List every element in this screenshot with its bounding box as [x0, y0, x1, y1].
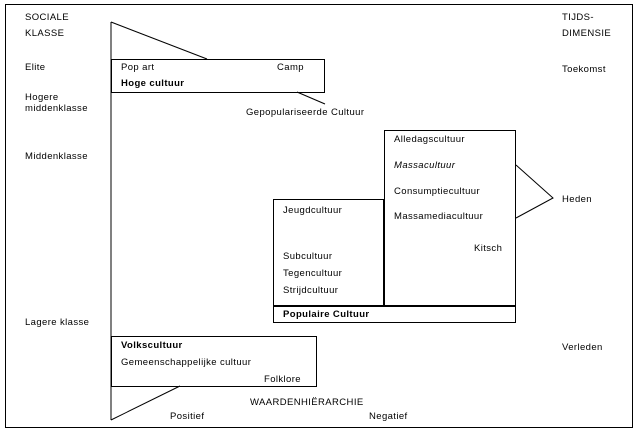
heden-bracket: [515, 164, 554, 219]
camp-label: Camp: [277, 62, 304, 73]
jeugdcultuur-label: Jeugdcultuur: [283, 205, 343, 216]
kitsch-label: Kitsch: [474, 243, 503, 254]
time-toekomst: Toekomst: [562, 64, 606, 75]
time-heden: Heden: [562, 194, 592, 205]
negatief-label: Negatief: [369, 411, 408, 422]
subcultuur-label: Subcultuur: [283, 251, 333, 262]
diagram-frame: [5, 4, 633, 428]
folklore-label: Folklore: [264, 374, 301, 385]
alledagscultuur-label: Alledagscultuur: [394, 134, 465, 145]
consumptiecultuur-label: Consumptiecultuur: [394, 186, 481, 197]
level-lagere: Lagere klasse: [25, 317, 90, 328]
gemeenschappelijke-cultuur-label: Gemeenschappelijke cultuur: [121, 357, 252, 368]
volkscultuur-box: [111, 336, 317, 387]
massacultuur-label: Massacultuur: [394, 160, 456, 171]
hoge-cultuur-box: [111, 59, 325, 93]
massamediacultuur-label: Massamediacultuur: [394, 211, 484, 222]
pop-art-label: Pop art: [121, 62, 155, 73]
gepopulariseerde-cultuur-label: Gepopulariseerde Cultuur: [246, 107, 365, 118]
jeugdcultuur-box: [273, 199, 384, 306]
gepopulariseerde-connector: [296, 91, 326, 105]
populaire-cultuur-box: [273, 306, 516, 323]
tijdsdimensie-header-1: TIJDS-: [562, 12, 594, 23]
positief-label: Positief: [170, 411, 205, 422]
massacultuur-box: [384, 130, 516, 306]
populaire-cultuur-title: Populaire Cultuur: [283, 309, 370, 320]
volkscultuur-title: Volkscultuur: [121, 340, 183, 351]
level-hogere-1: Hogere: [25, 92, 59, 103]
hoge-cultuur-title: Hoge cultuur: [121, 78, 185, 89]
tegencultuur-label: Tegencultuur: [283, 268, 343, 279]
sociale-klasse-header-1: SOCIALE: [25, 12, 69, 23]
level-midden: Middenklasse: [25, 151, 88, 162]
top-wedge-line: [110, 21, 208, 60]
bottom-wedge-line: [110, 385, 181, 421]
time-verleden: Verleden: [562, 342, 603, 353]
strijdcultuur-label: Strijdcultuur: [283, 285, 339, 296]
sociale-klasse-header-2: KLASSE: [25, 28, 65, 39]
level-hogere-2: middenklasse: [25, 103, 88, 114]
waardenhierarchie-label: WAARDENHIËRARCHIE: [250, 397, 364, 408]
level-elite: Elite: [25, 62, 46, 73]
tijdsdimensie-header-2: DIMENSIE: [562, 28, 612, 39]
